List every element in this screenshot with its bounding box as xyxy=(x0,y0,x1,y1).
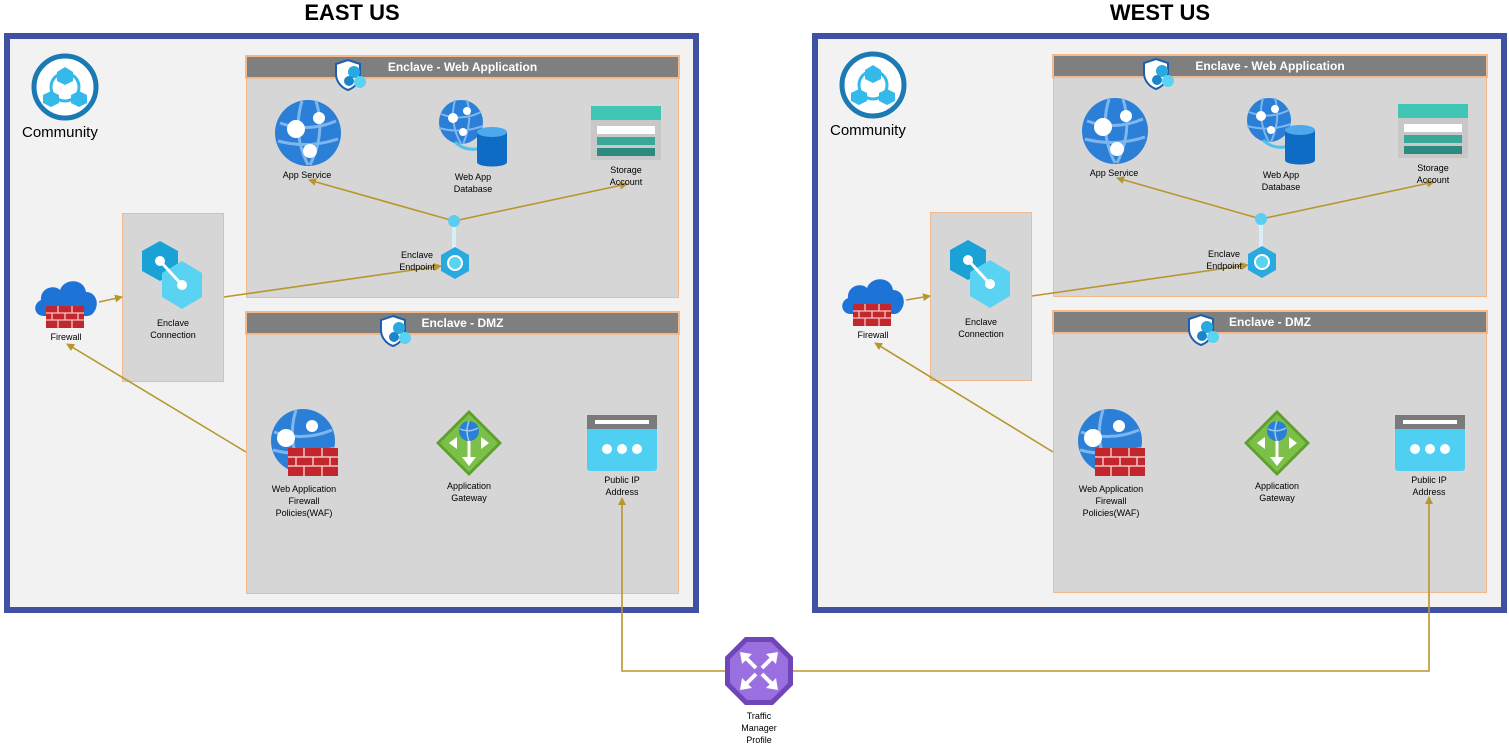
enclave-connection-icon xyxy=(950,240,1010,308)
wire-waf-firewall-east xyxy=(66,343,247,453)
enclave-endpoint-icon xyxy=(1248,246,1276,278)
waf-label-west: Web Application Firewall Policies(WAF) xyxy=(1078,484,1144,518)
traffic-manager-label: Traffic Manager Profile xyxy=(741,711,777,745)
enclave-connection-icon xyxy=(142,241,202,309)
community-label-west: Community xyxy=(830,122,906,139)
waf-label-east: Web Application Firewall Policies(WAF) xyxy=(271,484,337,518)
firewall-label-east: Firewall xyxy=(50,332,82,342)
wire-firewall-connection-east xyxy=(98,294,123,303)
connection-label-east: Enclave Connection xyxy=(150,318,196,340)
firewall-cloud-icon xyxy=(35,281,97,328)
app-service-icon xyxy=(1082,98,1148,164)
region-title-west: WEST US xyxy=(1109,0,1211,25)
enclave-endpoint-icon xyxy=(441,247,469,279)
enclave-dmz-header-east: Enclave - DMZ xyxy=(245,311,680,335)
web-app-database-icon xyxy=(1246,97,1315,165)
community-icon xyxy=(839,51,907,119)
wire-tm-publicip-east xyxy=(618,497,727,672)
endpoint-label-west: Enclave Endpoint xyxy=(1206,249,1242,271)
wire-waf-firewall-west xyxy=(874,342,1054,453)
wire-endpoint-appservice-east xyxy=(308,178,455,222)
storage-label-west: Storage Account xyxy=(1416,163,1450,185)
storage-account-icon xyxy=(591,106,661,160)
public-ip-icon xyxy=(587,415,657,471)
firewall-label-west: Firewall xyxy=(857,330,889,340)
web-app-database-icon xyxy=(438,99,507,167)
firewall-cloud-icon xyxy=(842,279,904,326)
connection-label-west: Enclave Connection xyxy=(958,317,1004,339)
community-icon xyxy=(31,53,99,121)
shield-enclave-icon xyxy=(1143,57,1174,91)
community-label-east: Community xyxy=(22,124,98,141)
shield-enclave-icon xyxy=(380,314,411,348)
app-service-label-east: App Service xyxy=(282,170,332,180)
database-label-east: Web App Database xyxy=(453,172,493,194)
app-service-label-west: App Service xyxy=(1089,168,1139,178)
shield-enclave-icon xyxy=(335,58,366,92)
storage-account-icon xyxy=(1398,104,1468,158)
wire-endpoint-storage-west xyxy=(1260,179,1435,220)
public-ip-icon xyxy=(1395,415,1465,471)
shield-enclave-icon xyxy=(1188,313,1219,347)
enclave-dmz-header-west: Enclave - DMZ xyxy=(1052,310,1488,334)
enclave-web-west: Enclave - Web Application xyxy=(1052,54,1488,297)
wire-endpoint-storage-east xyxy=(453,181,628,222)
endpoint-label-east: Enclave Endpoint xyxy=(399,250,435,272)
waf-icon xyxy=(1078,409,1145,476)
public-ip-label-west: Public IP Address xyxy=(1411,475,1447,497)
gateway-label-west: Application Gateway xyxy=(1254,481,1300,503)
enclave-web-header-east: Enclave - Web Application xyxy=(245,55,680,79)
wire-firewall-connection-west xyxy=(905,293,931,302)
app-service-icon xyxy=(275,100,341,166)
application-gateway-icon xyxy=(436,410,502,476)
region-title-east: EAST US xyxy=(304,0,400,25)
storage-label-east: Storage Account xyxy=(609,165,643,187)
wire-endpoint-appservice-west xyxy=(1116,176,1262,220)
gateway-label-east: Application Gateway xyxy=(446,481,492,503)
wire-tm-publicip-west xyxy=(790,496,1433,672)
traffic-manager-icon xyxy=(725,637,793,705)
waf-icon xyxy=(271,409,338,476)
enclave-web-header-west: Enclave - Web Application xyxy=(1052,54,1488,78)
wire-connection-endpoint-west xyxy=(1031,262,1249,297)
public-ip-label-east: Public IP Address xyxy=(604,475,640,497)
database-label-west: Web App Database xyxy=(1261,170,1301,192)
application-gateway-icon xyxy=(1244,410,1310,476)
wire-connection-endpoint-east xyxy=(223,263,442,298)
